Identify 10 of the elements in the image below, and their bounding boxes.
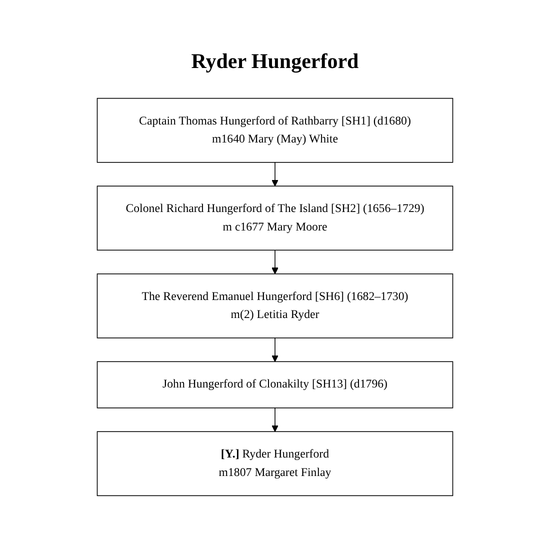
node-box: Captain Thomas Hungerford of Rathbarry [SH1] (d1680) m1640 Mary (May) White	[96, 98, 454, 163]
node-box: John Hungerford of Clonakilty [SH13] (d1796)	[96, 361, 454, 408]
arrow	[272, 338, 278, 362]
node-box: Colonel Richard Hungerford of The Island [SH2] (1656–1729) m c1677 Mary Moore	[96, 186, 454, 251]
arrow	[272, 162, 278, 186]
arrow	[272, 250, 278, 274]
diagram-title: Ryder Hungerford	[191, 48, 359, 74]
node-box: The Reverend Emanuel Hungerford [SH6] (1682–1730) m(2) Letitia Ryder	[96, 273, 454, 338]
node-box: [Y.] Ryder Hungerford m1807 Margaret Finlay	[96, 431, 454, 496]
arrow	[272, 408, 278, 432]
